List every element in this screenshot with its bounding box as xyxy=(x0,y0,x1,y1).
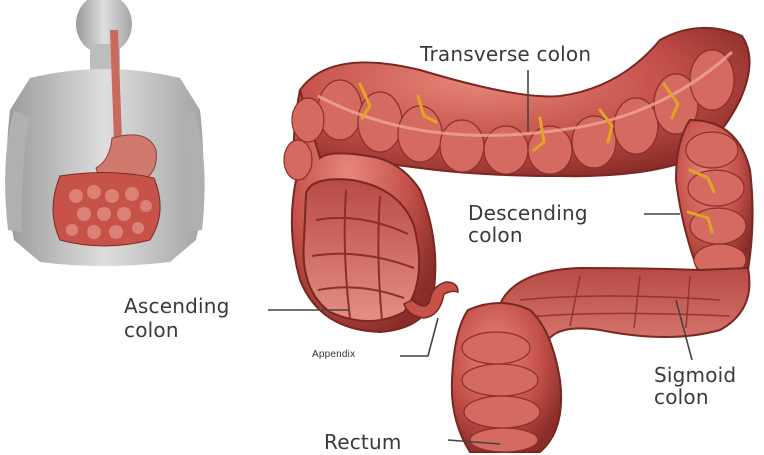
label-appendix: Appendix xyxy=(312,350,355,360)
label-line: Sigmoid xyxy=(654,364,736,386)
label-line: Ascending xyxy=(124,294,230,318)
label-rectum: Rectum xyxy=(324,432,402,452)
label-line: Transverse colon xyxy=(420,44,591,64)
label-line: Descending xyxy=(468,202,588,224)
label-line: Appendix xyxy=(312,350,355,360)
label-line: Rectum xyxy=(324,432,402,452)
label-line: colon xyxy=(124,318,230,342)
label-sigmoid-colon: Sigmoid colon xyxy=(654,364,736,408)
torso-figure xyxy=(5,0,205,266)
label-line: colon xyxy=(654,386,736,408)
label-descending-colon: Descending colon xyxy=(468,202,588,246)
label-transverse-colon: Transverse colon xyxy=(420,44,591,64)
label-line: colon xyxy=(468,224,588,246)
label-ascending-colon: Ascending colon xyxy=(124,294,230,342)
